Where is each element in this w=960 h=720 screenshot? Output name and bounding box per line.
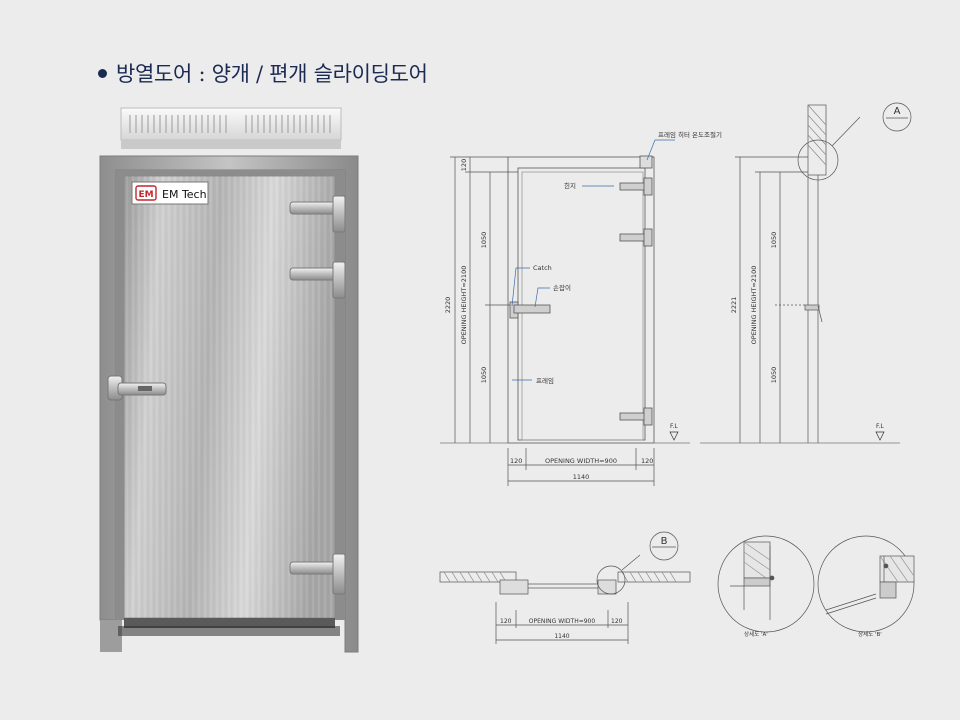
side-floor-label: F.L — [876, 423, 884, 430]
dim-total-width: 1140 — [573, 473, 590, 481]
dim-upper: 1050 — [480, 232, 488, 249]
side-dim-lower: 1050 — [770, 367, 778, 384]
detail-a-label: A — [894, 106, 901, 117]
dim-opening-height: OPENING HEIGHT=2100 — [460, 266, 468, 345]
hinge-middle — [289, 261, 346, 299]
detail-a-drawing — [717, 535, 815, 633]
plan-dim-total-width: 1140 — [554, 633, 569, 640]
dim-total-height: 2220 — [444, 297, 452, 314]
door-handle — [107, 375, 167, 401]
callout-heater: 프레임 히터 온도조절기 — [658, 130, 722, 139]
dim-top: 120 — [460, 159, 468, 171]
callout-catch: Catch — [533, 264, 552, 272]
floor-label: F.L — [670, 423, 678, 430]
side-dim-opening-height: OPENING HEIGHT=2100 — [750, 266, 758, 345]
bullet-icon — [98, 68, 107, 78]
logo-plate: EM EM Tech — [131, 181, 209, 205]
detail-b-caption: 상세도 'B' — [858, 630, 882, 638]
side-dim-total-height: 2221 — [730, 297, 738, 314]
title-row: 방열도어 : 양개 / 편개 슬라이딩도어 — [98, 58, 428, 88]
callout-handle: 손잡이 — [553, 283, 571, 292]
dim-left: 120 — [510, 457, 522, 465]
logo-mark: EM — [138, 190, 153, 200]
detail-b-label: B — [661, 536, 668, 547]
plan-dim-right: 120 — [611, 618, 623, 625]
dim-right: 120 — [641, 457, 653, 465]
detail-b-drawing — [817, 535, 915, 633]
side-dim-upper: 1050 — [770, 232, 778, 249]
plan-dim-opening-width: OPENING WIDTH=900 — [529, 618, 596, 625]
plan-dim-left: 120 — [500, 618, 512, 625]
brand-label: EM Tech — [162, 188, 207, 201]
hinge-top — [289, 195, 346, 233]
floor-level-marker: F.L — [669, 423, 679, 441]
side-floor-marker: F.L — [875, 423, 885, 441]
callout-frame: 프레임 — [536, 376, 554, 385]
detail-a-caption: 상세도 'A' — [744, 630, 768, 638]
callout-hinge: 힌지 — [564, 181, 576, 190]
dim-lower: 1050 — [480, 367, 488, 384]
dim-opening-width: OPENING WIDTH=900 — [545, 457, 617, 465]
drawing-hinges — [509, 177, 653, 426]
slide-title: 방열도어 : 양개 / 편개 슬라이딩도어 — [116, 62, 428, 86]
hinge-bottom — [289, 553, 346, 595]
air-curtain — [120, 107, 342, 149]
